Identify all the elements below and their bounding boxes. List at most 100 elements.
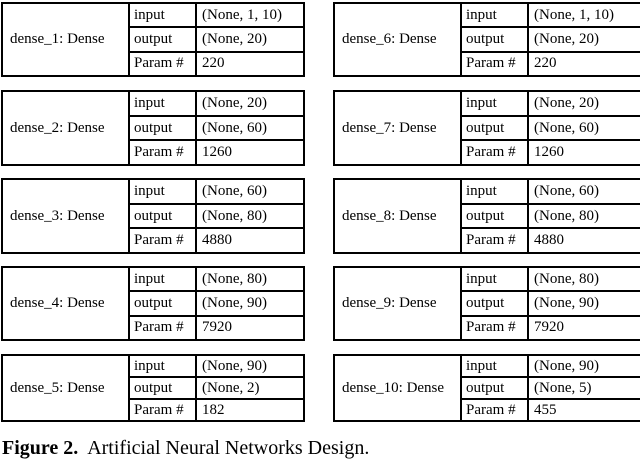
layer-detail: input (None, 90) output (None, 5) Param … <box>462 356 640 420</box>
row-label: Param # <box>462 316 529 339</box>
row-label: Param # <box>130 229 197 253</box>
layer-table-dense-3: dense_3: Dense input (None, 60) output (… <box>1 178 305 254</box>
input-row: input (None, 20) <box>462 92 640 117</box>
layer-name: dense_7: Dense <box>335 92 462 164</box>
layer-name: dense_10: Dense <box>335 356 462 420</box>
row-label: input <box>462 268 529 291</box>
row-value: (None, 20) <box>534 30 599 47</box>
row-value: 1260 <box>202 144 232 161</box>
layer-name: dense_5: Dense <box>3 356 130 420</box>
layer-detail: input (None, 80) output (None, 90) Param… <box>130 268 303 339</box>
row-label: output <box>130 292 197 315</box>
row-label: input <box>462 356 529 376</box>
input-row: input (None, 1, 10) <box>130 4 303 29</box>
input-row: input (None, 60) <box>462 180 640 205</box>
row-value: (None, 1, 10) <box>534 6 614 23</box>
layer-detail: input (None, 20) output (None, 60) Param… <box>130 92 303 165</box>
row-label: Param # <box>462 229 529 253</box>
row-value: (None, 90) <box>202 294 267 311</box>
input-row: input (None, 90) <box>130 356 303 378</box>
input-row: input (None, 60) <box>130 180 303 205</box>
row-value: 7920 <box>202 319 232 336</box>
layer-detail: input (None, 80) output (None, 90) Param… <box>462 268 640 339</box>
row-label: output <box>462 292 529 315</box>
input-row: input (None, 80) <box>130 268 303 293</box>
param-row: Param # 455 <box>462 400 640 420</box>
row-value: 1260 <box>534 144 564 161</box>
row-value: (None, 60) <box>202 182 267 199</box>
row-value: (None, 80) <box>534 270 599 287</box>
output-row: output (None, 80) <box>462 204 640 230</box>
row-value: (None, 90) <box>202 357 267 374</box>
layer-detail: input (None, 60) output (None, 80) Param… <box>462 180 640 253</box>
row-label: input <box>462 4 529 27</box>
row-label: Param # <box>130 52 197 75</box>
row-value: (None, 60) <box>534 119 599 136</box>
row-value: (None, 2) <box>202 379 260 396</box>
row-label: output <box>462 28 529 51</box>
row-label: output <box>130 116 197 140</box>
layer-name: dense_9: Dense <box>335 268 462 339</box>
output-row: output (None, 60) <box>462 116 640 142</box>
row-label: Param # <box>462 141 529 165</box>
row-value: 220 <box>534 55 557 72</box>
row-value: (None, 5) <box>534 379 592 396</box>
row-label: input <box>130 180 197 203</box>
param-row: Param # 7920 <box>462 316 640 339</box>
row-value: (None, 20) <box>202 94 267 111</box>
output-row: output (None, 90) <box>462 292 640 317</box>
output-row: output (None, 5) <box>462 378 640 400</box>
row-value: (None, 80) <box>534 207 599 224</box>
param-row: Param # 1260 <box>462 141 640 165</box>
row-value: (None, 20) <box>534 94 599 111</box>
row-label: Param # <box>130 316 197 339</box>
row-value: 4880 <box>202 232 232 249</box>
row-label: Param # <box>462 52 529 75</box>
param-row: Param # 7920 <box>130 316 303 339</box>
layer-table-dense-4: dense_4: Dense input (None, 80) output (… <box>1 266 305 341</box>
layer-name: dense_3: Dense <box>3 180 130 252</box>
layer-name: dense_4: Dense <box>3 268 130 339</box>
param-row: Param # 220 <box>462 52 640 75</box>
row-label: Param # <box>130 141 197 165</box>
caption-text: Artificial Neural Networks Design. <box>87 437 370 459</box>
row-label: output <box>462 378 529 398</box>
output-row: output (None, 20) <box>130 28 303 53</box>
row-label: input <box>130 268 197 291</box>
layer-name: dense_8: Dense <box>335 180 462 252</box>
layer-name: dense_2: Dense <box>3 92 130 164</box>
layer-name: dense_1: Dense <box>3 4 130 75</box>
row-value: 182 <box>202 401 225 418</box>
layer-table-dense-10: dense_10: Dense input (None, 90) output … <box>333 354 640 422</box>
row-label: input <box>130 356 197 376</box>
output-row: output (None, 20) <box>462 28 640 53</box>
param-row: Param # 182 <box>130 400 303 420</box>
row-value: (None, 60) <box>202 119 267 136</box>
figure-caption: Figure 2. Artificial Neural Networks Des… <box>2 437 369 460</box>
layer-table-dense-6: dense_6: Dense input (None, 1, 10) outpu… <box>333 2 640 77</box>
output-row: output (None, 80) <box>130 204 303 230</box>
row-value: (None, 90) <box>534 294 599 311</box>
output-row: output (None, 60) <box>130 116 303 142</box>
layer-detail: input (None, 20) output (None, 60) Param… <box>462 92 640 165</box>
layer-table-dense-9: dense_9: Dense input (None, 80) output (… <box>333 266 640 341</box>
output-row: output (None, 2) <box>130 378 303 400</box>
layer-table-dense-5: dense_5: Dense input (None, 90) output (… <box>1 354 305 422</box>
layer-detail: input (None, 1, 10) output (None, 20) Pa… <box>462 4 640 75</box>
row-label: input <box>462 180 529 203</box>
layer-table-dense-1: dense_1: Dense input (None, 1, 10) outpu… <box>1 2 305 77</box>
row-value: (None, 20) <box>202 30 267 47</box>
row-value: 4880 <box>534 232 564 249</box>
row-value: (None, 60) <box>534 182 599 199</box>
layer-detail: input (None, 1, 10) output (None, 20) Pa… <box>130 4 303 75</box>
input-row: input (None, 1, 10) <box>462 4 640 29</box>
row-label: input <box>130 4 197 27</box>
row-label: output <box>130 28 197 51</box>
row-label: Param # <box>462 400 529 420</box>
layer-detail: input (None, 90) output (None, 2) Param … <box>130 356 303 420</box>
param-row: Param # 1260 <box>130 141 303 165</box>
row-label: output <box>130 378 197 398</box>
layer-table-dense-8: dense_8: Dense input (None, 60) output (… <box>333 178 640 254</box>
param-row: Param # 220 <box>130 52 303 75</box>
